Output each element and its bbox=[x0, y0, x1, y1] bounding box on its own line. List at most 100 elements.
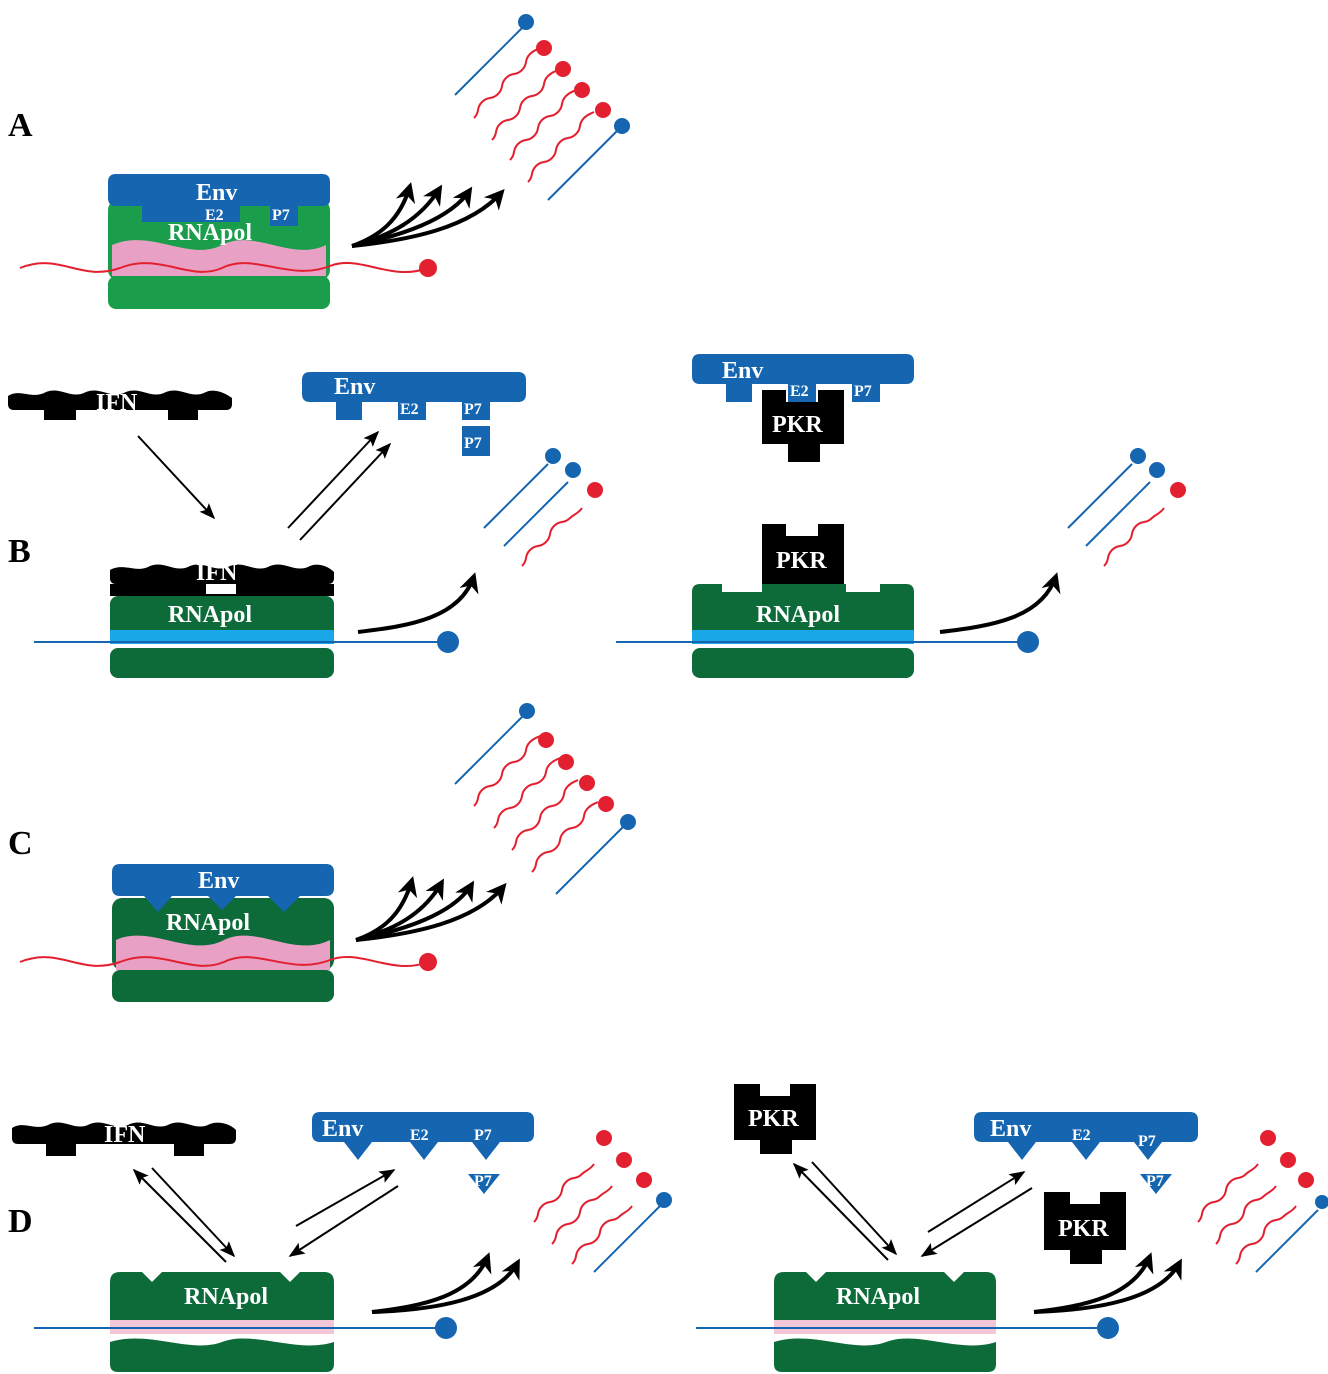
positive-strand-product bbox=[1103, 507, 1165, 567]
positive-strand-product bbox=[1197, 1163, 1259, 1223]
panel-d-label: D bbox=[8, 1203, 33, 1240]
rnapol-label: RNApol bbox=[756, 602, 840, 628]
blue-cap bbox=[1149, 462, 1165, 478]
synthesis-arrow bbox=[355, 882, 507, 942]
ifn-bound-label: IFN bbox=[196, 560, 238, 586]
panel-b: B IFN Env E2 P7 P7 IFN RNApol bbox=[8, 354, 1186, 678]
synthesis-arrow bbox=[1033, 1258, 1182, 1314]
red-cap bbox=[538, 732, 554, 748]
rnapol-label: RNApol bbox=[184, 1284, 268, 1310]
rnapol-label: RNApol bbox=[168, 602, 252, 628]
synthesis-arrow bbox=[939, 572, 1061, 634]
synthesis-arrow bbox=[351, 189, 505, 248]
red-cap bbox=[616, 1152, 632, 1168]
negative-strand-product bbox=[547, 127, 621, 201]
p7-free-protein bbox=[462, 426, 490, 456]
rnapol-lower-body bbox=[774, 1338, 996, 1372]
ifn-bound bbox=[110, 564, 334, 584]
p7-label: P7 bbox=[854, 383, 872, 400]
p7-free-protein bbox=[468, 1174, 500, 1194]
env-binding-arrow bbox=[288, 1185, 399, 1257]
p7-label: P7 bbox=[464, 401, 482, 418]
e2-label: E2 bbox=[790, 383, 809, 400]
panel-c: C Env RNApol bbox=[8, 703, 636, 1002]
rnapol-body bbox=[774, 1272, 996, 1320]
rnapol-lower-body bbox=[692, 648, 914, 678]
env-release-arrow bbox=[299, 442, 392, 541]
blue-cap bbox=[565, 462, 581, 478]
rna-cap bbox=[1097, 1317, 1119, 1339]
pkr-label: PKR bbox=[748, 1106, 799, 1132]
red-cap bbox=[596, 1130, 612, 1146]
blue-cap bbox=[519, 703, 535, 719]
p7-free-label: P7 bbox=[464, 435, 482, 452]
rna-cap bbox=[435, 1317, 457, 1339]
p7-free-label: P7 bbox=[474, 1173, 492, 1190]
env-label: Env bbox=[334, 374, 375, 400]
red-cap bbox=[1170, 482, 1186, 498]
env-label: Env bbox=[722, 358, 763, 384]
positive-strand-product bbox=[1215, 1185, 1277, 1245]
rna-cap bbox=[419, 953, 437, 971]
e2-label: E2 bbox=[410, 1127, 429, 1144]
env-label: Env bbox=[322, 1116, 363, 1142]
p7-label: P7 bbox=[474, 1127, 492, 1144]
synthesis-arrow bbox=[1033, 1252, 1154, 1314]
panel-d: D IFN Env E2 P7 P7 RNApol bbox=[8, 1084, 1328, 1372]
panel-b-label: B bbox=[8, 533, 31, 570]
red-cap bbox=[636, 1172, 652, 1188]
red-cap bbox=[1280, 1152, 1296, 1168]
p7-free-protein bbox=[1140, 1174, 1172, 1194]
negative-strand-product bbox=[1085, 481, 1151, 547]
ifn-binding-arrow bbox=[137, 435, 216, 520]
red-cap bbox=[579, 775, 595, 791]
env-protein-free bbox=[302, 372, 526, 420]
ifn-label: IFN bbox=[96, 390, 138, 416]
ifn-protein bbox=[8, 390, 232, 420]
positive-strand-product bbox=[521, 507, 583, 567]
env-release-arrow bbox=[927, 1171, 1026, 1233]
env-release-arrow bbox=[295, 1169, 396, 1227]
positive-strand-product bbox=[571, 1205, 633, 1265]
red-cap bbox=[595, 102, 611, 118]
negative-strand-product bbox=[555, 823, 627, 895]
rnapol-lower-body bbox=[110, 648, 334, 678]
pkr-protein-free bbox=[1044, 1192, 1126, 1264]
pkr-free-label: PKR bbox=[1058, 1216, 1109, 1242]
blue-cap bbox=[518, 14, 534, 30]
red-cap bbox=[555, 61, 571, 77]
synthesis-arrow bbox=[371, 1258, 520, 1314]
env-binding-arrow bbox=[920, 1187, 1033, 1257]
rnapol-lower-body bbox=[112, 970, 334, 1002]
env-label: Env bbox=[990, 1116, 1031, 1142]
p7-label: P7 bbox=[1138, 1133, 1156, 1150]
red-cap bbox=[536, 40, 552, 56]
negative-strand-product bbox=[454, 712, 527, 785]
red-cap bbox=[598, 796, 614, 812]
env-label: Env bbox=[198, 868, 239, 894]
e2-label: E2 bbox=[400, 401, 419, 418]
positive-strand-product bbox=[527, 111, 595, 183]
negative-strand-product bbox=[454, 23, 527, 96]
pkr-unbinding-arrow bbox=[792, 1162, 889, 1261]
positive-strand-product bbox=[1235, 1205, 1297, 1265]
negative-strand-product bbox=[1067, 463, 1133, 529]
rna-cap bbox=[1017, 631, 1039, 653]
red-cap bbox=[587, 482, 603, 498]
positive-strand-product bbox=[511, 779, 579, 851]
template-rna-strand bbox=[19, 955, 429, 967]
blue-cap bbox=[620, 814, 636, 830]
pkr-protein bbox=[762, 390, 844, 462]
rnapol-body bbox=[692, 584, 914, 644]
blue-cap bbox=[1130, 448, 1146, 464]
synthesis-arrow bbox=[371, 1252, 492, 1314]
panel-a: A Env E2 P7 RNApol bbox=[8, 14, 630, 309]
rnapol-lower-body bbox=[110, 1338, 334, 1372]
rna-cap bbox=[437, 631, 459, 653]
red-cap bbox=[1260, 1130, 1276, 1146]
positive-strand-product bbox=[473, 47, 541, 119]
red-cap bbox=[558, 754, 574, 770]
e2-label: E2 bbox=[205, 207, 224, 224]
rna-cap bbox=[419, 259, 437, 277]
positive-strand-product bbox=[531, 801, 599, 873]
